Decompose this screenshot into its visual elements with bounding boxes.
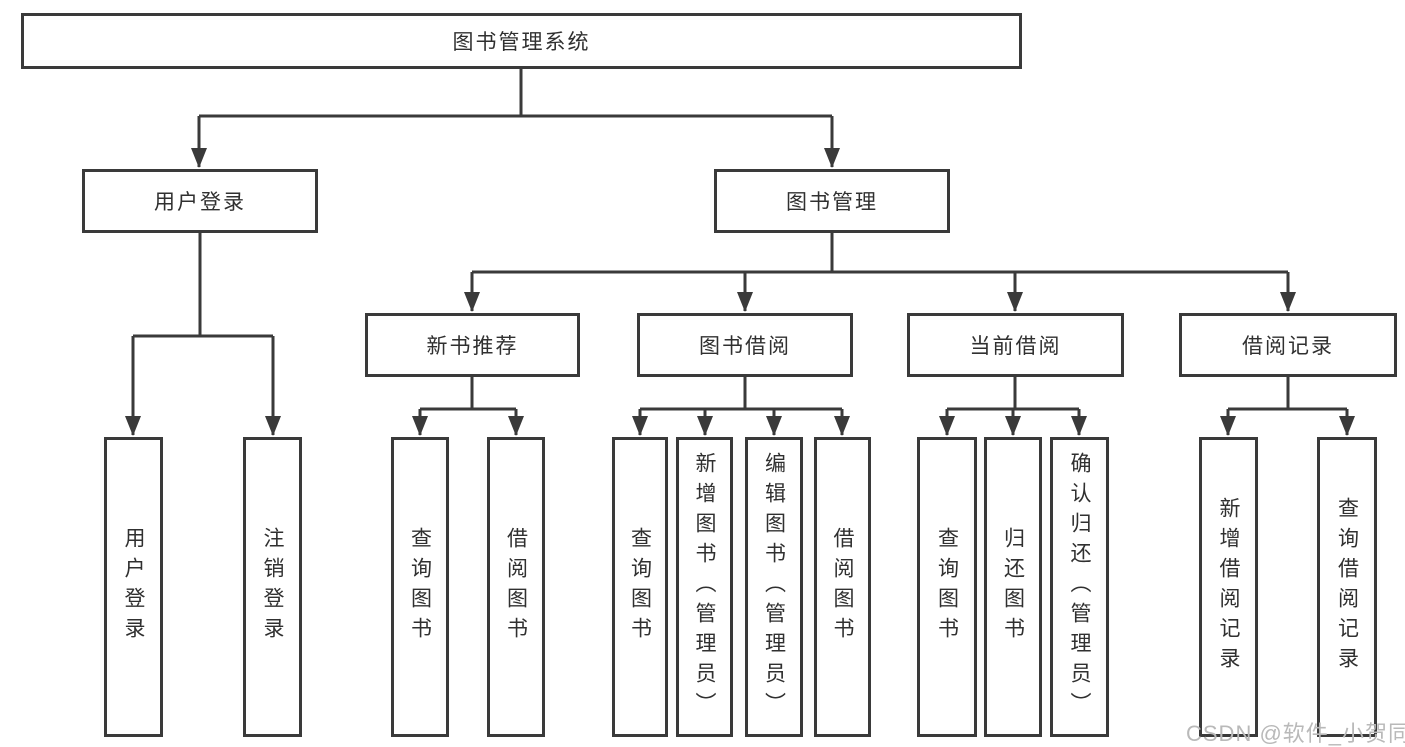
leaf-recommend-query-books: 查询图书 — [391, 437, 449, 737]
node-root-system: 图书管理系统 — [21, 13, 1022, 69]
leaf-user-login: 用户登录 — [104, 437, 163, 737]
edge-new-book-recommend-stem-and-rail — [420, 377, 516, 411]
node-user-login: 用户登录 — [82, 169, 318, 233]
edge-current-borrow-stem-and-rail — [947, 377, 1079, 411]
leaf-borrow-borrow-books: 借阅图书 — [814, 437, 871, 737]
leaf-edit-book-admin: 编辑图书（管理员） — [745, 437, 803, 737]
node-book-management: 图书管理 — [714, 169, 950, 233]
leaf-logout: 注销登录 — [243, 437, 302, 737]
node-borrow-records: 借阅记录 — [1179, 313, 1397, 377]
leaf-return-books: 归还图书 — [984, 437, 1042, 737]
edge-user-login-stem-and-rail — [133, 233, 273, 338]
leaf-borrow-query-books: 查询图书 — [612, 437, 668, 737]
edge-borrow-records-stem-and-rail — [1228, 377, 1347, 411]
leaf-query-borrow-record: 查询借阅记录 — [1317, 437, 1377, 737]
leaf-confirm-return-admin: 确认归还（管理员） — [1050, 437, 1109, 737]
edge-book-management-stem-and-rail — [472, 233, 1288, 274]
node-book-borrow: 图书借阅 — [637, 313, 853, 377]
leaf-recommend-borrow-books: 借阅图书 — [487, 437, 545, 737]
csdn-watermark: CSDN @软件_小贺同学 — [1186, 721, 1405, 746]
node-new-book-recommend: 新书推荐 — [365, 313, 580, 377]
edge-book-borrow-stem-and-rail — [640, 377, 842, 411]
leaf-current-query-books: 查询图书 — [917, 437, 977, 737]
leaf-add-book-admin: 新增图书（管理员） — [676, 437, 733, 737]
edge-root-stem-and-rail — [199, 69, 832, 118]
leaf-add-borrow-record: 新增借阅记录 — [1199, 437, 1258, 737]
node-current-borrow: 当前借阅 — [907, 313, 1124, 377]
